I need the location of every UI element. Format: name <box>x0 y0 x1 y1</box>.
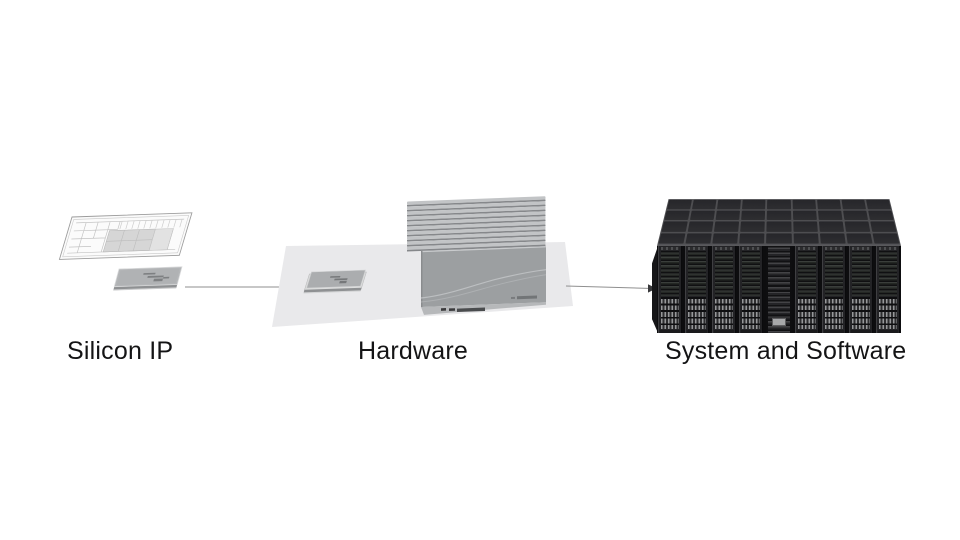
rack-column-drives <box>715 297 733 329</box>
rack-top-tile <box>820 233 846 244</box>
rack-top-tile <box>767 200 790 209</box>
rack-column-cap <box>715 247 733 250</box>
rack-column-base <box>714 330 734 333</box>
rack-column-base <box>797 330 817 333</box>
rack-top-tile <box>742 200 766 209</box>
rack-column-vents <box>661 251 679 296</box>
rack-column-cap <box>798 247 816 250</box>
rack-spine-panel <box>772 318 786 326</box>
rack-column <box>685 246 709 333</box>
rack-top-tile <box>793 221 818 231</box>
rack-top-tile <box>767 210 791 220</box>
rack-column-cap <box>825 247 843 250</box>
rack-top-tile <box>714 221 739 231</box>
rack-top-tile <box>716 210 741 220</box>
rack-column <box>876 246 900 333</box>
rack-front <box>657 246 901 333</box>
rack-top-tile <box>664 210 690 220</box>
rack-column-drives <box>825 297 843 329</box>
rack-top-tile <box>767 221 791 231</box>
rack-top-tile <box>713 233 739 244</box>
rack-column-vents <box>798 251 816 296</box>
rack-column-base <box>660 330 680 333</box>
rack-top-tile <box>659 233 686 244</box>
rack-column-vents <box>742 251 760 296</box>
rack-top-tile <box>872 233 899 244</box>
rack-top-tile <box>792 200 816 209</box>
rack-column-drives <box>852 297 870 329</box>
rack-column-base <box>824 330 844 333</box>
rack-column <box>849 246 873 333</box>
rack-top-tile <box>793 233 818 244</box>
rack-column-base <box>741 330 761 333</box>
accelerator-card-illustration <box>407 196 546 315</box>
rack-column <box>795 246 819 333</box>
rack-column-vents <box>688 251 706 296</box>
rack-top-tile <box>817 200 841 209</box>
rack-top-tile <box>818 210 843 220</box>
rack-top-tile <box>868 210 894 220</box>
rack-column-drives <box>879 297 897 329</box>
rack-column <box>739 246 763 333</box>
rack-top-tile <box>717 200 741 209</box>
rack-column-base <box>878 330 898 333</box>
rack-column-cap <box>742 247 760 250</box>
heatsink-fins <box>407 196 546 251</box>
rack-top-tile <box>686 233 712 244</box>
rack-top-tile <box>841 200 866 209</box>
rack-top-tile <box>844 221 870 231</box>
rack-top-tile <box>766 233 791 244</box>
rack-column-cap <box>852 247 870 250</box>
rack-top-tile <box>846 233 872 244</box>
rack-top-tile <box>843 210 868 220</box>
rack-column-spine <box>766 246 792 333</box>
rack-column <box>658 246 682 333</box>
rack-column-drives <box>742 297 760 329</box>
arrow-hardware-to-system-icon <box>566 284 657 292</box>
rack-top-tile <box>866 200 891 209</box>
rack-column <box>712 246 736 333</box>
stage-label-silicon-ip: Silicon IP <box>67 337 173 365</box>
rack-column-base <box>687 330 707 333</box>
rack-column-base <box>851 330 871 333</box>
rack-column-cap <box>661 247 679 250</box>
stage-label-system-and-software: System and Software <box>665 337 906 365</box>
rack-top-tile <box>690 210 715 220</box>
die-floorplan-illustration <box>59 213 192 260</box>
rack-top-tile <box>870 221 896 231</box>
rack-top-tile <box>688 221 714 231</box>
rack-column-cap <box>688 247 706 250</box>
rack-column-cap <box>879 247 897 250</box>
rack-top-tile <box>792 210 816 220</box>
rack-column-drives <box>661 297 679 329</box>
rack-column-drives <box>798 297 816 329</box>
rack-column-vents <box>715 251 733 296</box>
rack-column-vents <box>879 251 897 296</box>
stage-label-hardware: Hardware <box>358 337 468 365</box>
rack-top-tile <box>692 200 717 209</box>
silicon-chip-illustration <box>113 267 182 291</box>
rack-top-tile <box>741 210 765 220</box>
rack-column-vents <box>825 251 843 296</box>
rack-column <box>822 246 846 333</box>
rack-top-tile <box>740 233 765 244</box>
rack-top-tile <box>740 221 765 231</box>
rack-top <box>657 199 901 246</box>
rack-top-tile <box>819 221 844 231</box>
chip-on-board-illustration <box>303 270 367 293</box>
rack-top-tile <box>662 221 688 231</box>
rack-top-tile <box>667 200 692 209</box>
rack-column-vents <box>852 251 870 296</box>
rack-column-drives <box>688 297 706 329</box>
server-rack-illustration <box>652 196 904 333</box>
